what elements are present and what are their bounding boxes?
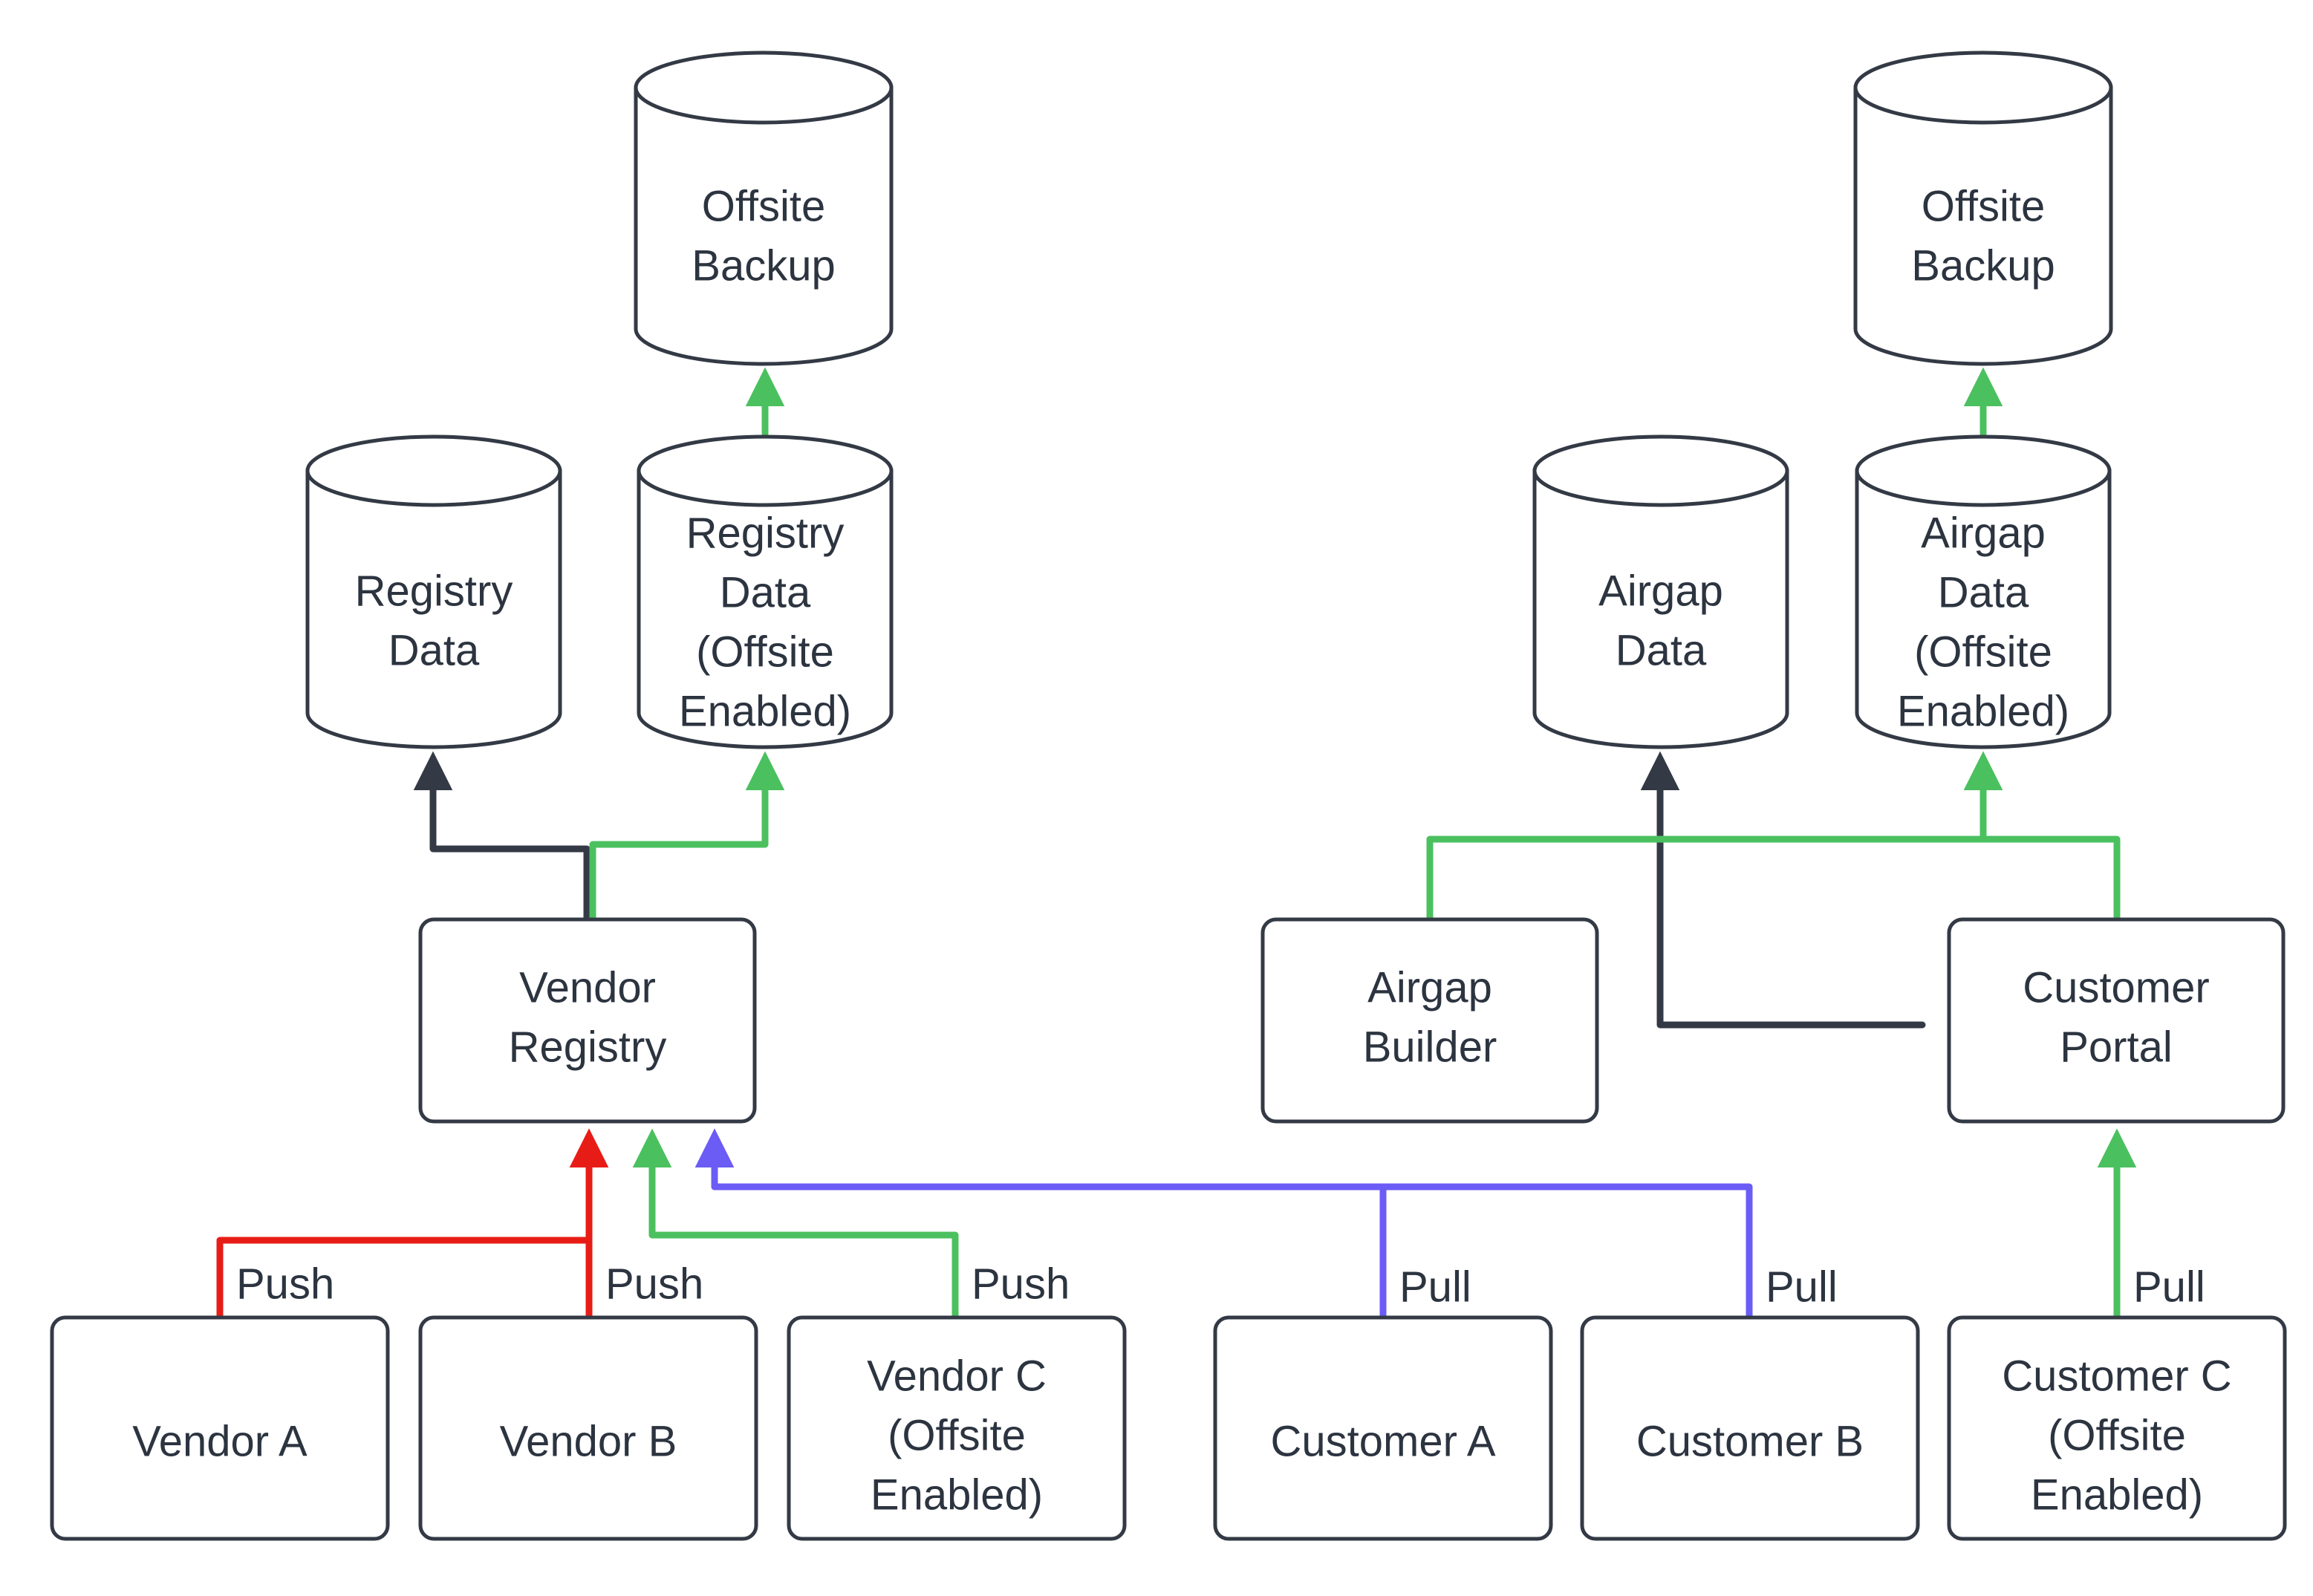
edge-vendor-c-push bbox=[632, 1128, 959, 1321]
node-vendor-registry[interactable]: Vendor Registry bbox=[418, 917, 757, 1124]
vendor-a-label-1: Vendor A bbox=[132, 1417, 308, 1465]
airgap-data-offsite-label-2: Data bbox=[1938, 568, 2029, 616]
offsite-backup-right-label-2: Backup bbox=[1911, 241, 2055, 290]
node-customer-portal[interactable]: Customer Portal bbox=[1947, 917, 2286, 1124]
node-airgap-data-offsite[interactable]: Airgap Data (Offsite Enabled) bbox=[1855, 434, 2112, 749]
node-registry-data[interactable]: Registry Data bbox=[305, 434, 562, 749]
vendor-c-label-1: Vendor C bbox=[867, 1352, 1047, 1400]
airgap-data-offsite-label-4: Enabled) bbox=[1897, 687, 2069, 735]
node-customer-c[interactable]: Customer C (Offsite Enabled) bbox=[1947, 1315, 2287, 1541]
customer-c-label-2: (Offsite bbox=[2048, 1411, 2186, 1459]
registry-data-label-2: Data bbox=[388, 626, 480, 674]
registry-data-label-1: Registry bbox=[355, 567, 513, 615]
node-airgap-builder[interactable]: Airgap Builder bbox=[1260, 917, 1599, 1124]
offsite-backup-left-label-2: Backup bbox=[692, 241, 835, 290]
edge-label-vendor-a-push: Push bbox=[236, 1260, 334, 1308]
customer-a-label-1: Customer A bbox=[1271, 1417, 1496, 1465]
registry-data-offsite-label-2: Data bbox=[720, 568, 811, 616]
node-vendor-c[interactable]: Vendor C (Offsite Enabled) bbox=[787, 1315, 1127, 1541]
vendor-b-label-1: Vendor B bbox=[500, 1417, 677, 1465]
registry-data-offsite-label-3: (Offsite bbox=[696, 628, 834, 676]
node-vendor-b[interactable]: Vendor B bbox=[418, 1315, 758, 1541]
edge-airgap-builder-to-airgap-data-offsite bbox=[1426, 751, 2003, 923]
node-vendor-a[interactable]: Vendor A bbox=[50, 1315, 390, 1541]
node-registry-data-offsite[interactable]: Registry Data (Offsite Enabled) bbox=[637, 434, 894, 749]
edge-label-customer-c-pull: Pull bbox=[2133, 1263, 2205, 1311]
offsite-backup-right-label-1: Offsite bbox=[1922, 182, 2046, 230]
edge-customer-portal-to-airgap-data bbox=[1640, 751, 1926, 1029]
edge-label-customer-a-pull: Pull bbox=[1399, 1263, 1471, 1311]
edge-customer-portal-to-airgap-data-offsite bbox=[1963, 751, 2121, 923]
customer-portal-label-1: Customer bbox=[2023, 963, 2209, 1012]
offsite-backup-left-label-1: Offsite bbox=[702, 182, 826, 230]
airgap-data-offsite-label-1: Airgap bbox=[1921, 509, 2046, 557]
customer-c-label-3: Enabled) bbox=[2031, 1470, 2203, 1519]
registry-data-offsite-label-4: Enabled) bbox=[679, 687, 851, 735]
edge-vendor-registry-to-registry-data-offsite bbox=[589, 751, 785, 921]
customer-portal-label-2: Portal bbox=[2060, 1023, 2173, 1071]
vendor-c-label-2: (Offsite bbox=[888, 1411, 1026, 1459]
edge-label-vendor-b-push: Push bbox=[605, 1260, 703, 1308]
airgap-data-label-1: Airgap bbox=[1598, 567, 1723, 615]
vendor-registry-label-1: Vendor bbox=[519, 963, 656, 1012]
airgap-builder-label-1: Airgap bbox=[1367, 963, 1492, 1012]
vendor-c-label-3: Enabled) bbox=[871, 1470, 1043, 1519]
airgap-builder-label-2: Builder bbox=[1363, 1023, 1497, 1071]
vendor-registry-label-2: Registry bbox=[509, 1023, 667, 1071]
airgap-data-label-2: Data bbox=[1616, 626, 1707, 674]
airgap-data-offsite-label-3: (Offsite bbox=[1914, 628, 2052, 676]
customer-b-label-1: Customer B bbox=[1636, 1417, 1864, 1465]
node-airgap-data[interactable]: Airgap Data bbox=[1532, 434, 1789, 749]
edge-label-vendor-c-push: Push bbox=[972, 1260, 1070, 1308]
node-customer-a[interactable]: Customer A bbox=[1213, 1315, 1553, 1541]
edge-label-customer-b-pull: Pull bbox=[1766, 1263, 1838, 1311]
customer-c-label-1: Customer C bbox=[2002, 1352, 2231, 1400]
edge-customer-b-pull bbox=[694, 1128, 1753, 1321]
node-offsite-backup-right[interactable]: Offsite Backup bbox=[1853, 51, 2113, 366]
registry-data-offsite-label-1: Registry bbox=[686, 509, 845, 557]
node-offsite-backup-left[interactable]: Offsite Backup bbox=[634, 51, 894, 366]
node-customer-b[interactable]: Customer B bbox=[1580, 1315, 1920, 1541]
edge-vendor-registry-to-registry-data bbox=[413, 751, 591, 921]
